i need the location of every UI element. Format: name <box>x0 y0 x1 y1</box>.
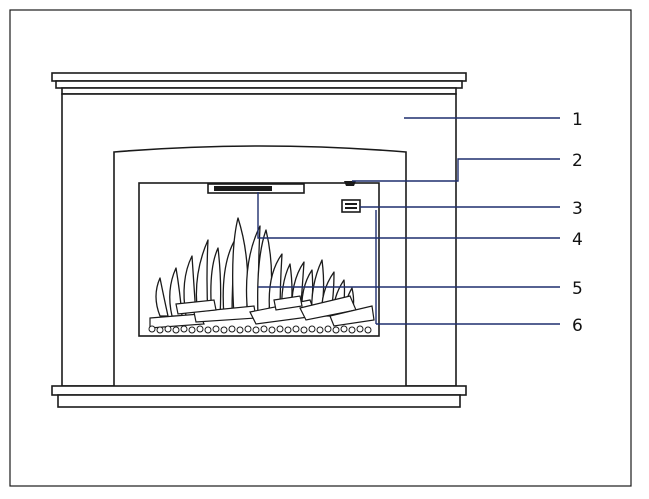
mantel-shelf <box>51 72 467 95</box>
callout-1: 1 <box>572 110 583 130</box>
receiver-switch <box>344 181 356 186</box>
callout-5: 5 <box>572 279 583 299</box>
control-panel <box>341 199 361 213</box>
leader-line-2 <box>352 158 560 182</box>
hearth-base <box>51 385 467 408</box>
callout-6: 6 <box>572 316 583 336</box>
callout-4: 4 <box>572 230 583 250</box>
heater-grille <box>214 186 272 191</box>
heater-outlet <box>207 183 305 194</box>
leader-lines <box>257 117 560 325</box>
log-bed <box>148 295 375 334</box>
image-frame <box>9 9 632 487</box>
callout-2: 2 <box>572 151 583 171</box>
flame-effect <box>155 217 355 317</box>
callout-3: 3 <box>572 199 583 219</box>
leader-line-4 <box>257 192 560 239</box>
